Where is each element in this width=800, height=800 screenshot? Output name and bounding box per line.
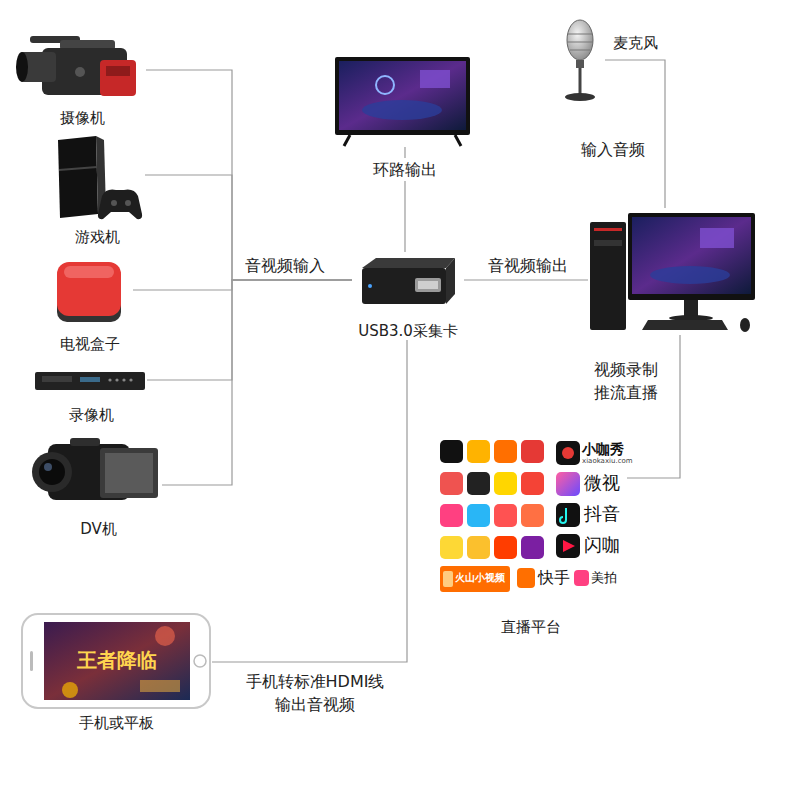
connector-line	[212, 340, 407, 662]
microphone-illustration	[565, 20, 595, 101]
connector-line	[627, 335, 680, 478]
device-label: 麦克风	[613, 34, 658, 52]
connector-line	[464, 279, 588, 280]
camcorder-illustration	[16, 36, 136, 96]
tv-box-illustration	[57, 262, 121, 322]
device-label: DV机	[80, 520, 117, 538]
phone-illustration	[22, 614, 210, 708]
device-label: 录像机	[69, 406, 114, 424]
dv-camera-device: DV机	[35, 432, 162, 538]
app-name: 闪咖	[584, 534, 620, 556]
monitor-tv-illustration	[335, 57, 470, 146]
connector-line	[146, 70, 352, 280]
device-label: 电视盒子	[60, 335, 120, 353]
device-label: 游戏机	[75, 228, 120, 246]
connector-line	[145, 175, 352, 280]
capture-card-illustration	[362, 258, 455, 304]
loop-out-monitor	[335, 55, 470, 147]
connector-line	[133, 280, 352, 290]
game-title: 王者降临	[77, 648, 157, 672]
connector-line	[162, 280, 352, 485]
app-name: 抖音	[584, 503, 620, 525]
microphone: 麦克风	[560, 18, 605, 102]
video-recorder-illustration	[35, 372, 145, 390]
connector-label: 视频录制 推流直播	[588, 358, 664, 404]
app-name: 微视	[584, 472, 620, 494]
device-label: 手机或平板	[79, 714, 154, 732]
app-name: 美拍	[591, 570, 617, 586]
app-name: 火山小视频	[455, 572, 505, 584]
app-name: 小咖秀	[582, 441, 624, 458]
device-label: 摄像机	[60, 109, 105, 127]
dv-camera-illustration	[32, 438, 158, 500]
computer	[588, 208, 760, 335]
device-label: 直播平台	[501, 618, 561, 636]
connector-line	[147, 280, 352, 380]
game-console-illustration	[58, 136, 142, 219]
connector-label: 手机转标准HDMI线 输出音视频	[236, 670, 394, 716]
capture-card: USB3.0采集卡	[352, 252, 464, 340]
tv-box-device: 电视盒子	[47, 258, 133, 353]
connector-label: 音视频输出	[485, 254, 571, 277]
device-label: USB3.0采集卡	[358, 322, 458, 340]
connector-label: 输入音频	[578, 138, 648, 161]
game-console-device: 游戏机	[50, 132, 145, 246]
app-name: 快手	[538, 568, 570, 587]
connector-label: 环路输出	[370, 158, 440, 181]
connector-line	[605, 60, 665, 208]
connector-label: 音视频输入	[242, 254, 328, 277]
camcorder-device: 摄像机	[18, 30, 146, 127]
computer-illustration	[590, 213, 755, 332]
app-url: xiaokaxiu.com	[582, 457, 633, 465]
video-recorder-device: 录像机	[35, 366, 147, 424]
